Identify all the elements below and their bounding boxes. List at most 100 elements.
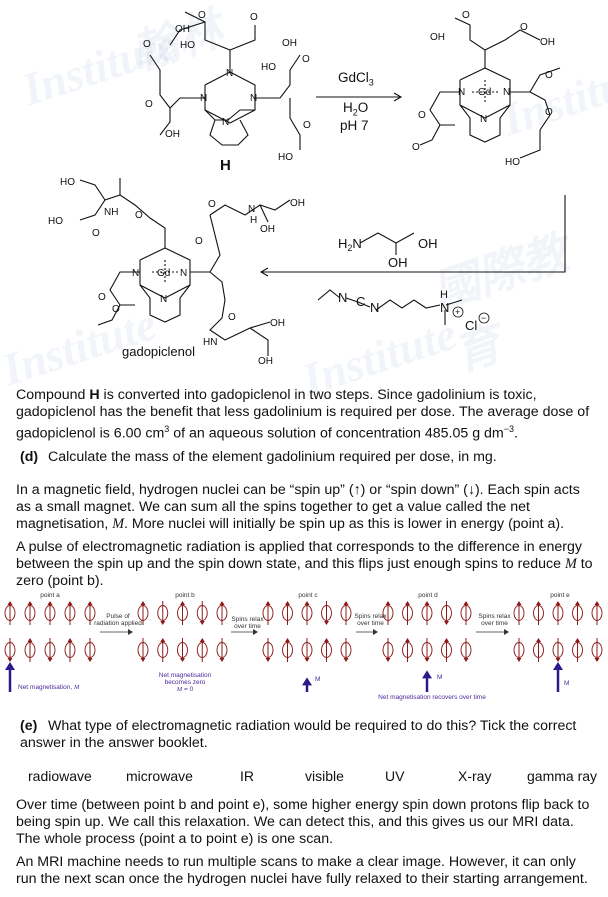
atom-label: N	[480, 114, 487, 125]
spin-diagram	[4, 601, 603, 692]
atom-label: HO	[180, 40, 195, 51]
spin-arrowhead	[304, 601, 310, 605]
spin-arrowhead	[304, 658, 310, 662]
atom-label: OH	[430, 32, 445, 43]
spin-arrowhead	[324, 638, 329, 642]
bond	[445, 299, 463, 306]
edc-h: H	[440, 289, 448, 301]
bond	[159, 108, 171, 136]
amine-oh2: OH	[388, 255, 408, 270]
option-gamma-ray[interactable]: gamma ray	[527, 768, 598, 784]
question-e: (e)What type of electromagnetic radiatio…	[20, 718, 577, 751]
spin-arrowhead	[555, 601, 561, 605]
atom-label: HO	[60, 177, 75, 188]
reaction-arrow	[262, 195, 566, 273]
option-microwave[interactable]: microwave	[126, 768, 193, 784]
bond	[139, 284, 191, 323]
spin-arrowhead	[385, 601, 391, 605]
spin-arrowhead	[160, 638, 166, 642]
spin-arrowhead	[324, 621, 329, 625]
net-magnetisation-arrowhead	[422, 670, 432, 679]
atom-label: O	[302, 54, 310, 65]
atom-label: O	[208, 199, 216, 210]
spin-paragraph: In a magnetic field, hydrogen nuclei can…	[16, 482, 580, 532]
option-visible[interactable]: visible	[305, 768, 344, 784]
m-label-c: M	[315, 676, 321, 683]
process-arrowhead	[253, 629, 258, 635]
atom-label: OH	[175, 24, 190, 35]
chloride: Cl	[465, 318, 477, 333]
bond	[79, 194, 166, 248]
option-uv[interactable]: UV	[385, 768, 405, 784]
atom-label: Gd	[478, 87, 491, 98]
spin-arrowhead	[463, 658, 469, 662]
spin-arrowhead	[594, 658, 600, 662]
spin-arrowhead	[424, 601, 430, 605]
amine-oh: OH	[418, 236, 438, 251]
bond	[510, 67, 561, 93]
compound-h-label: H	[220, 157, 231, 174]
atom-label: HN	[203, 337, 217, 348]
bond	[345, 297, 371, 308]
option-ir[interactable]: IR	[240, 768, 254, 784]
m-label-d: M	[437, 674, 443, 681]
point-d-label: point d	[418, 592, 438, 599]
option-xray[interactable]: X-ray	[458, 768, 492, 784]
point-b-label: point b	[175, 592, 195, 599]
spin-arrowhead	[219, 601, 225, 605]
atom-label: O	[520, 22, 528, 33]
spin-arrowhead	[199, 638, 205, 642]
atom-label: OH	[258, 356, 273, 367]
spin-arrowhead	[160, 621, 166, 625]
arrowhead	[393, 92, 403, 102]
bond	[204, 71, 256, 124]
spin-arrowhead	[536, 601, 541, 605]
atom-label: OH	[165, 129, 180, 140]
spin-arrowhead	[47, 658, 53, 662]
spin-arrowhead	[67, 601, 73, 605]
gadopiclenol-label: gadopiclenol	[122, 344, 196, 359]
amine-h2n: H2N	[338, 236, 362, 253]
atom-label: HO	[278, 152, 293, 163]
arrowhead	[259, 267, 269, 277]
spin-arrowhead	[265, 658, 271, 662]
atom-label: N	[503, 87, 510, 98]
atom-label: O	[412, 142, 420, 153]
bond	[255, 54, 301, 99]
atom-label: Gd	[157, 268, 170, 279]
spin-arrowhead	[463, 601, 469, 605]
spin-arrowhead	[555, 658, 561, 662]
spin-arrowhead	[140, 658, 146, 662]
atom-label: O	[228, 312, 236, 323]
atom-label: N	[250, 93, 257, 104]
atom-label: OH	[282, 38, 297, 49]
bond	[359, 232, 415, 244]
spin-arrowhead	[424, 658, 430, 662]
spin-arrowhead	[516, 601, 522, 605]
bond	[190, 214, 221, 273]
bond	[109, 271, 140, 306]
spin-arrowhead	[67, 638, 73, 642]
atom-label: N	[132, 268, 139, 279]
spin-arrowhead	[285, 601, 290, 605]
spin-arrowhead	[27, 638, 33, 642]
spin-arrowhead	[343, 601, 349, 605]
spin-arrowhead	[575, 638, 580, 642]
atom-label: OH	[260, 224, 275, 235]
spin-arrowhead	[180, 658, 185, 662]
question-d: (d)Calculate the mass of the element gad…	[20, 449, 497, 465]
spin-arrowhead	[199, 621, 205, 625]
option-radiowave[interactable]: radiowave	[28, 768, 92, 784]
atom-label: O	[462, 10, 470, 21]
bond	[289, 98, 301, 150]
bond	[459, 104, 511, 143]
bond	[209, 199, 291, 216]
atom-label: O	[98, 292, 106, 303]
spin-arrowhead	[7, 658, 13, 662]
reagent-ph: pH 7	[340, 118, 369, 133]
atom-label: NH	[104, 207, 118, 218]
spin-arrowhead	[180, 601, 185, 605]
